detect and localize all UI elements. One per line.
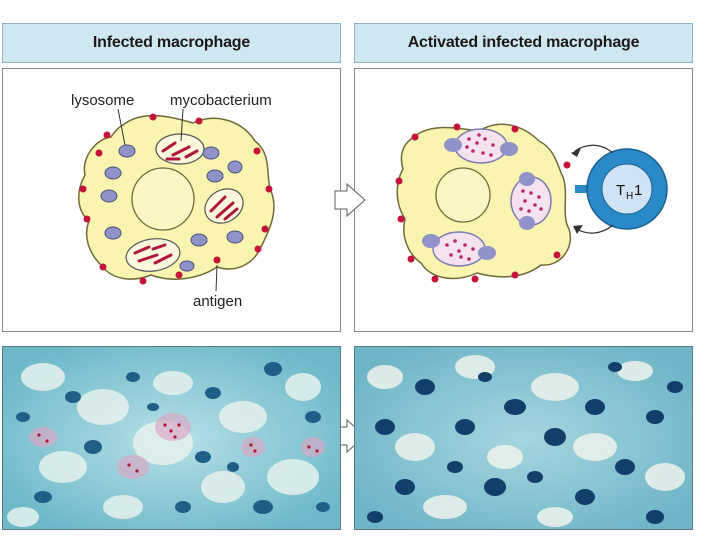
antigen-leader [216, 265, 217, 291]
lysosome [191, 234, 207, 246]
lysosome [228, 161, 242, 173]
left-panel-title: Infected macrophage [2, 23, 341, 63]
infected-macrophage-micrograph [2, 346, 341, 530]
th1-label-num: 1 [634, 182, 642, 199]
activated-macrophage-panel: T H 1 [354, 68, 693, 332]
signal-arrow-bottom [577, 225, 613, 233]
infected-macrophage-panel: lysosome mycobacterium antigen [2, 68, 341, 332]
mycobacterium-label: mycobacterium [170, 92, 272, 109]
transition-arrow-icon [333, 182, 367, 218]
phagosome-top [156, 134, 204, 164]
lysosome-label: lysosome [71, 92, 134, 109]
activated-macrophage-diagram: T H 1 [355, 69, 694, 333]
lysosome [105, 227, 121, 239]
lysosome [203, 147, 219, 159]
nucleus [132, 168, 194, 230]
nucleus [436, 168, 490, 222]
activated-macrophage-micrograph [354, 346, 693, 530]
th1-cell: T H 1 [575, 149, 667, 229]
th1-label-sub: H [626, 191, 633, 202]
lysosome [119, 145, 135, 157]
signal-arrow-top [575, 145, 613, 153]
lysosome [227, 231, 243, 243]
right-panel-title: Activated infected macrophage [354, 23, 693, 63]
infected-macrophage-diagram: lysosome mycobacterium antigen [3, 69, 342, 333]
lysosome [207, 170, 223, 182]
lysosome [105, 167, 121, 179]
antigen-label: antigen [193, 293, 242, 310]
lysosome [180, 261, 194, 271]
lysosome [101, 190, 117, 202]
th1-label-main: T [616, 182, 625, 199]
